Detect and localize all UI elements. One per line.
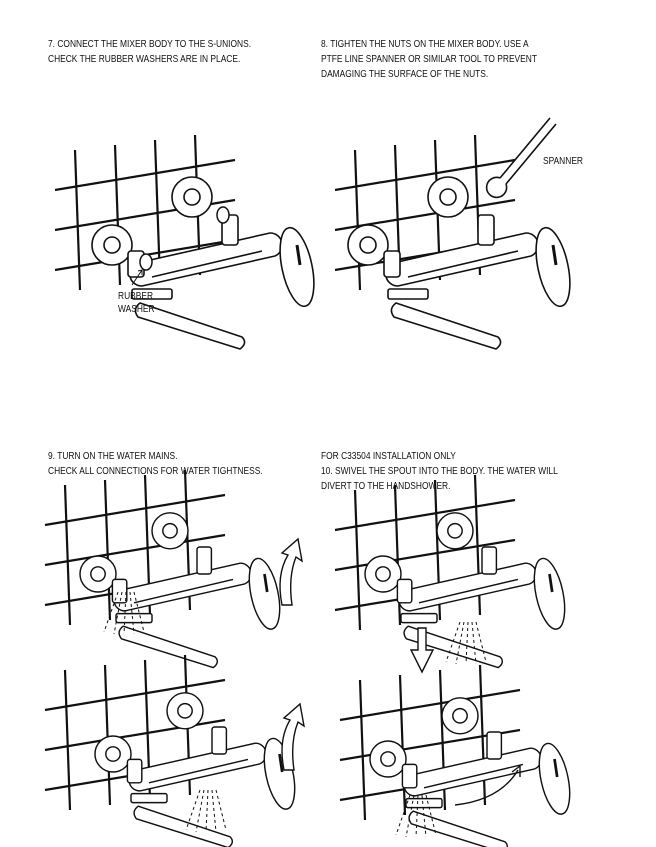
step-7-instructions: 7. CONNECT THE MIXER BODY TO THE S-UNION… [48, 37, 251, 67]
step-text-line: CHECK ALL CONNECTIONS FOR WATER TIGHTNES… [48, 465, 263, 477]
washer-pointer-arrow [131, 269, 143, 286]
step-text-line: DIVERT TO THE HANDSHOWER. [321, 480, 451, 492]
mixer-body [93, 691, 302, 847]
step-9-illustration [43, 468, 305, 847]
swivel-arrow-icon [454, 769, 519, 806]
step-text-line: FOR C33504 INSTALLATION ONLY [321, 450, 456, 462]
turn-on-arrow-icon [281, 703, 305, 771]
spanner-label: SPANNER [543, 155, 583, 167]
rubber-washer-left [139, 253, 153, 271]
turn-on-arrow-icon [279, 538, 303, 606]
step-10-illustration [333, 473, 577, 847]
rubber-washer-label: RUBBER WASHER [118, 290, 155, 316]
down-arrow-icon [409, 627, 435, 674]
step-text-line: DAMAGING THE SURFACE OF THE NUTS. [321, 68, 489, 80]
spanner-icon [499, 117, 557, 185]
step-8-instructions: 8. TIGHTEN THE NUTS ON THE MIXER BODY. U… [321, 37, 537, 82]
mixer-body [78, 511, 287, 669]
step-text-line: 9. TURN ON THE WATER MAINS. [48, 450, 178, 462]
rubber-washer-right [216, 206, 230, 224]
step-text-line: CHECK THE RUBBER WASHERS ARE IN PLACE. [48, 53, 241, 65]
mixer-body [90, 175, 322, 351]
step-9-instructions: 9. TURN ON THE WATER MAINS. CHECK ALL CO… [48, 449, 263, 479]
label-line: WASHER [118, 303, 155, 315]
step-10-instructions: FOR C33504 INSTALLATION ONLY 10. SWIVEL … [321, 449, 558, 494]
step-text-line: 10. SWIVEL THE SPOUT INTO THE BODY. THE … [321, 465, 558, 477]
step-8-illustration [333, 117, 578, 351]
step-7-illustration [53, 133, 322, 351]
step-text-line: PTFE LINE SPANNER OR SIMILAR TOOL TO PRE… [321, 53, 537, 65]
step-text-line: 8. TIGHTEN THE NUTS ON THE MIXER BODY. U… [321, 38, 529, 50]
step-text-line: 7. CONNECT THE MIXER BODY TO THE S-UNION… [48, 38, 252, 50]
label-line: RUBBER [118, 290, 154, 302]
